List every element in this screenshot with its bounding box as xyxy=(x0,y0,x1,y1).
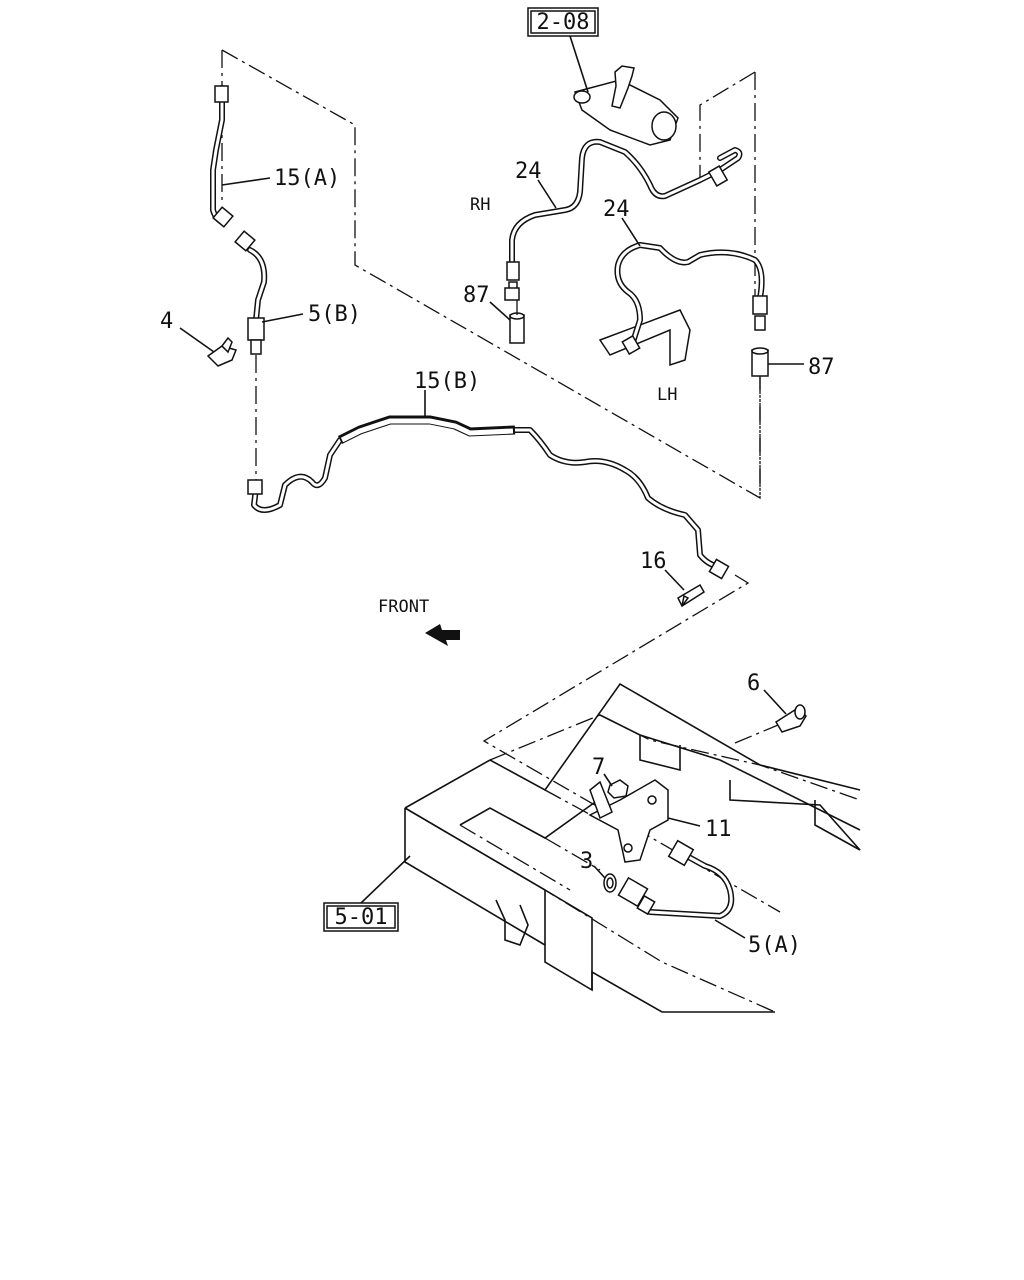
label-lh: LH xyxy=(657,385,677,405)
nut-7 xyxy=(607,779,629,799)
part-labels: 15(A) 5(B) 4 15(B) 24 24 87 87 16 6 7 11… xyxy=(160,159,835,958)
front-label: FRONT xyxy=(378,597,429,617)
bracket-11 xyxy=(588,779,669,863)
ref-label-5-01: 5-01 xyxy=(335,905,388,930)
bolt-6 xyxy=(774,704,807,733)
master-cylinder xyxy=(573,65,679,146)
label-16: 16 xyxy=(640,549,667,574)
hose-5a xyxy=(617,839,735,919)
pipe-24-lh xyxy=(598,242,768,367)
label-5b: 5(B) xyxy=(308,302,361,327)
label-24-rh: 24 xyxy=(515,159,542,184)
bushing-87-rh xyxy=(509,312,525,344)
label-3: 3 xyxy=(580,849,593,874)
clip-4 xyxy=(206,336,238,367)
label-5a: 5(A) xyxy=(748,933,801,958)
pipe-24-rh xyxy=(504,138,743,301)
label-7: 7 xyxy=(592,755,605,780)
ref-label-2-08: 2-08 xyxy=(537,10,590,35)
label-rh: RH xyxy=(470,195,490,215)
label-24-lh: 24 xyxy=(603,197,630,222)
ref-box-5-01[interactable]: 5-01 xyxy=(323,902,399,932)
pipe-15b xyxy=(247,415,730,580)
ref-box-2-08[interactable]: 2-08 xyxy=(527,7,599,37)
clip-16 xyxy=(677,583,706,608)
label-4: 4 xyxy=(160,309,173,334)
pipe-15a xyxy=(210,85,234,228)
label-15a: 15(A) xyxy=(274,166,340,191)
label-15b: 15(B) xyxy=(414,369,480,394)
front-direction-indicator: FRONT xyxy=(378,597,460,646)
hose-5b xyxy=(234,230,268,355)
label-87-rh: 87 xyxy=(463,283,490,308)
front-arrow-icon xyxy=(425,624,460,646)
label-87-lh: 87 xyxy=(808,355,835,380)
chassis-frame xyxy=(404,682,861,1013)
washer-3 xyxy=(603,873,617,893)
bushing-87-lh xyxy=(751,347,769,377)
label-6: 6 xyxy=(747,671,760,696)
label-11: 11 xyxy=(705,817,732,842)
